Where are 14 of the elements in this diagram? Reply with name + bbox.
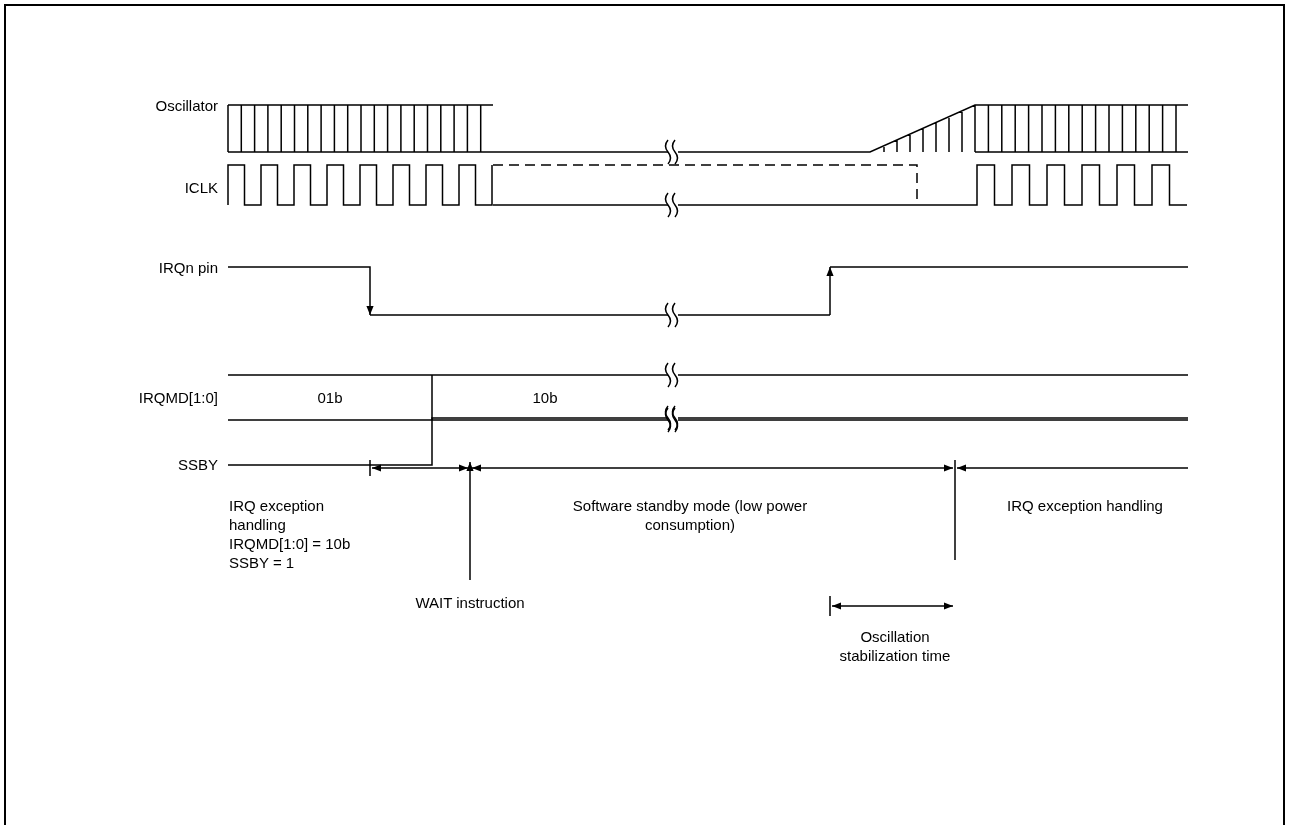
signal-name: SSBY <box>177 456 218 473</box>
period-label: IRQ exception handling <box>229 497 325 533</box>
signal-name: IRQMD[1:0] <box>138 389 218 406</box>
bus-value: 01b <box>317 389 343 406</box>
signal-name: IRQn pin <box>158 259 218 276</box>
period-label: Software standby mode (low power consumption) <box>572 497 808 533</box>
setting-text: IRQMD[1:0] = 10b <box>229 535 351 552</box>
signal-name: Oscillator <box>155 97 218 114</box>
signal-name: ICLK <box>184 179 218 196</box>
bus-value: 10b <box>532 389 558 406</box>
annotation-text: WAIT instruction <box>415 594 525 611</box>
period-label: IRQ exception handling <box>1007 497 1163 514</box>
setting-text: SSBY = 1 <box>229 554 295 571</box>
annotation-text: Oscillation stabilization time <box>839 628 951 664</box>
